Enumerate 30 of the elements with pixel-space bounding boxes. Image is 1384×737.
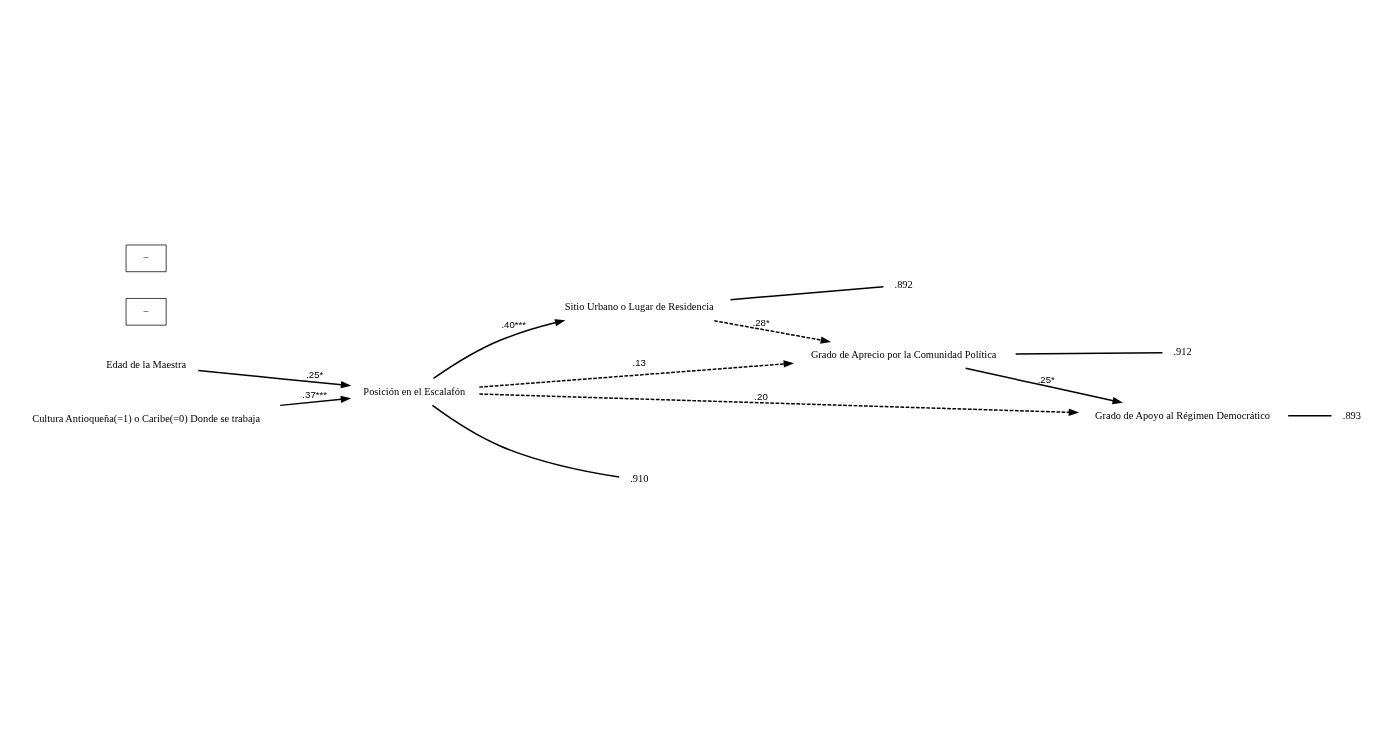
edge-label: .20 [754,390,768,402]
connector [431,404,620,478]
edge-label: .13 [632,356,646,368]
node-text: Grado de Apoyo al Régimen Democrático [1095,409,1270,421]
edge-label: .25* [1037,373,1055,385]
arrow [478,392,1080,416]
node-text: Edad de la Maestra [106,358,187,370]
edge-label: .28* [752,316,770,328]
node-text: .910 [630,472,649,484]
arrow [713,319,832,344]
arrow [964,367,1123,404]
node-text: Posición en el Escalafón [363,385,466,397]
arrow [478,359,795,388]
node-text: .893 [1342,409,1361,421]
arrow [279,395,352,406]
node-text: .892 [894,278,913,290]
arrow [432,318,566,379]
edge-label: .40*** [501,318,527,330]
connector [1014,351,1164,355]
label: − [143,305,150,317]
node-text: Grado de Aprecio por la Comunidad Política [810,348,997,360]
connector [1287,414,1333,417]
node-text: Cultura Antioqueña(=1) o Caribe(=0) Donde se trabaja [32,412,261,424]
edge-label: .25* [306,368,324,380]
node-text: .912 [1173,345,1192,357]
connector [729,285,885,300]
arrow [197,369,352,388]
label: − [143,251,150,263]
node-text: Sitio Urbano o Lugar de Residencia [564,300,714,312]
edge-label: .37*** [302,388,328,400]
